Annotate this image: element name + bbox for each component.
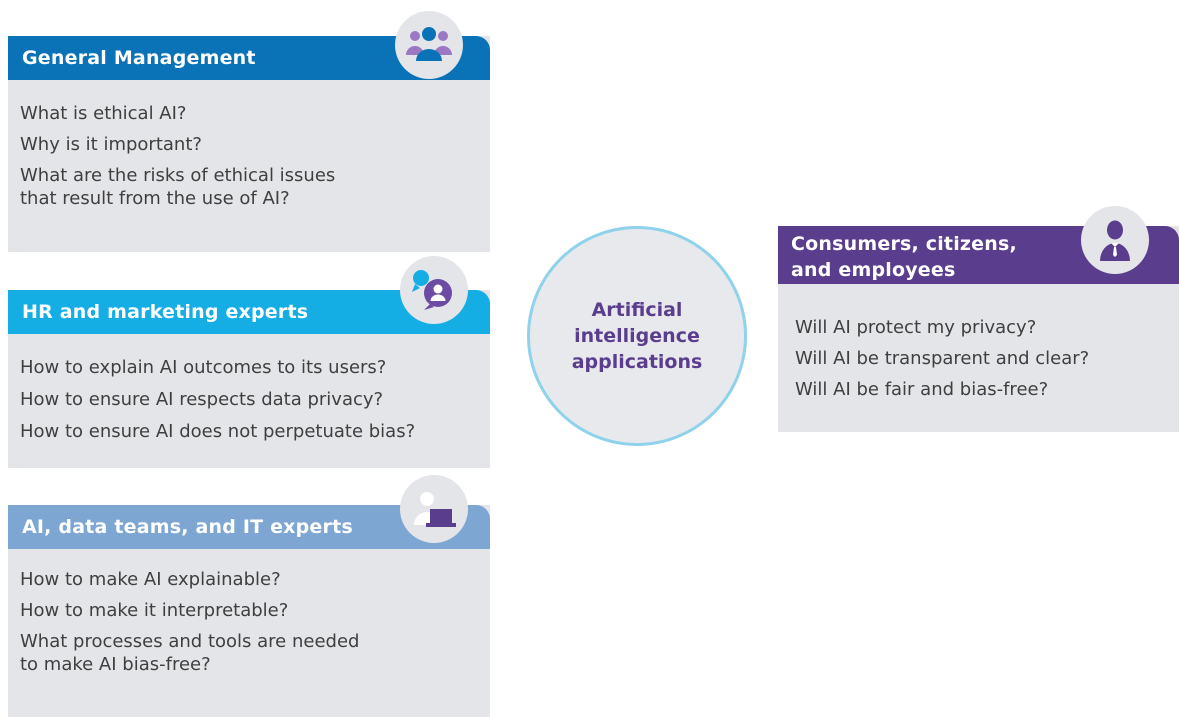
question-item: How to make AI explainable? <box>20 569 281 590</box>
question-item: What are the risks of ethical issues tha… <box>20 165 336 209</box>
question-list: What is ethical AI? Why is it important?… <box>20 102 335 218</box>
question-item: How to explain AI outcomes to its users? <box>20 357 387 378</box>
question-item: How to make it interpretable? <box>20 600 289 621</box>
question-item: Will AI protect my privacy? <box>795 317 1037 338</box>
question-item: What processes and tools are needed to m… <box>20 631 360 675</box>
question-list: Will AI protect my privacy? Will AI be t… <box>795 316 1089 409</box>
card-title: General Management <box>22 47 256 69</box>
group-icon <box>395 11 463 79</box>
question-item: What is ethical AI? <box>20 103 187 124</box>
central-topic-label: Artificial intelligence applications <box>571 299 703 373</box>
chat-person-icon <box>400 256 468 324</box>
card-ai-data-it: AI, data teams, and IT experts How to ma… <box>8 505 490 717</box>
central-topic-circle: Artificial intelligence applications <box>527 226 747 446</box>
card-title: Consumers, citizens, and employees <box>791 233 1017 281</box>
card-title: AI, data teams, and IT experts <box>22 516 353 538</box>
card-hr-marketing: HR and marketing experts How to explain … <box>8 290 490 468</box>
question-item: Will AI be fair and bias-free? <box>795 379 1049 400</box>
person-laptop-icon <box>400 475 468 543</box>
question-item: Will AI be transparent and clear? <box>795 348 1090 369</box>
businessperson-icon <box>1081 206 1149 274</box>
question-item: How to ensure AI does not perpetuate bia… <box>20 421 416 442</box>
question-list: How to explain AI outcomes to its users?… <box>20 356 415 451</box>
card-title: HR and marketing experts <box>22 301 309 323</box>
question-item: How to ensure AI respects data privacy? <box>20 389 384 410</box>
question-item: Why is it important? <box>20 134 202 155</box>
question-list: How to make AI explainable? How to make … <box>20 568 359 684</box>
